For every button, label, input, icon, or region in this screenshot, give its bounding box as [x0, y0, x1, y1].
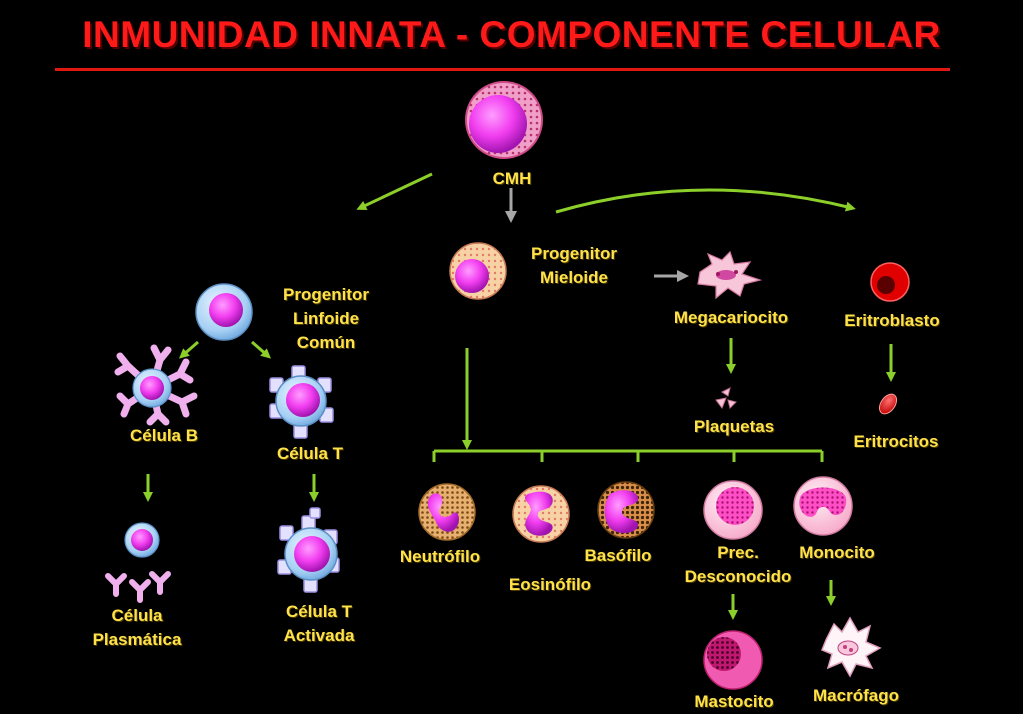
- label-eosinofilo: Eosinófilo: [508, 575, 592, 594]
- eritroblasto-cell: [870, 262, 910, 302]
- progenitor-mieloide-cell: [449, 242, 507, 300]
- eosinofilo-cell: [512, 485, 570, 543]
- label-plaquetas: Plaquetas: [693, 417, 775, 436]
- label-eritrocitos: Eritrocitos: [853, 432, 939, 451]
- label-macrofago: Macrófago: [813, 686, 899, 705]
- eritrocitos-cell: [878, 393, 898, 415]
- label-neutrofilo: Neutrófilo: [399, 547, 481, 566]
- label-progenitor-linfoide: Progenitor Linfoide Común: [283, 285, 369, 352]
- plaquetas-cells: [715, 387, 737, 410]
- title-underline: [55, 68, 950, 71]
- arrow-linfoide-to-t: [251, 340, 272, 359]
- arrows: [143, 172, 896, 620]
- label-basofilo: Basófilo: [584, 546, 652, 565]
- label-celula-b: Célula B: [129, 426, 199, 445]
- label-celula-plasmatica: Célula Plasmática: [92, 606, 182, 649]
- diagram-title: INMUNIDAD INNATA - COMPONENTE CELULAR: [82, 14, 941, 55]
- label-celula-t-activada: Célula T Activada: [283, 602, 355, 645]
- prec-desconocido-cell: [703, 480, 763, 540]
- celula-t-cell: [269, 365, 334, 439]
- label-prec-desconocido: Prec. Desconocido: [684, 543, 792, 586]
- progenitor-linfoide-cell: [195, 283, 253, 341]
- label-megacariocito: Megacariocito: [673, 308, 789, 327]
- label-monocito: Monocito: [799, 543, 875, 562]
- arrow-linfoide-to-b: [178, 340, 199, 359]
- neutrofilo-cell: [418, 483, 476, 541]
- label-eritroblasto: Eritroblasto: [844, 311, 940, 330]
- monocito-cell: [793, 476, 853, 536]
- mastocito-cell: [703, 630, 763, 690]
- celula-b-cell: [114, 344, 198, 426]
- celula-t-activada-cell: [277, 507, 340, 593]
- cmh-cell: [465, 81, 543, 159]
- label-mastocito: Mastocito: [694, 692, 774, 711]
- celula-plasmatica-cell: [105, 522, 171, 603]
- myeloid-bracket: [432, 449, 824, 462]
- arrow-cmh-to-linfoide: [356, 172, 433, 210]
- label-progenitor-mieloide: Progenitor Mieloide: [531, 244, 617, 287]
- antibodies: [105, 571, 171, 603]
- arrow-cmh-to-eritroblasto: [555, 188, 856, 214]
- label-celula-t: Célula T: [276, 444, 344, 463]
- label-cmh: CMH: [492, 169, 532, 188]
- macrofago-cell: [821, 616, 882, 678]
- basofilo-cell: [597, 481, 655, 539]
- megacariocito-cell: [697, 250, 763, 300]
